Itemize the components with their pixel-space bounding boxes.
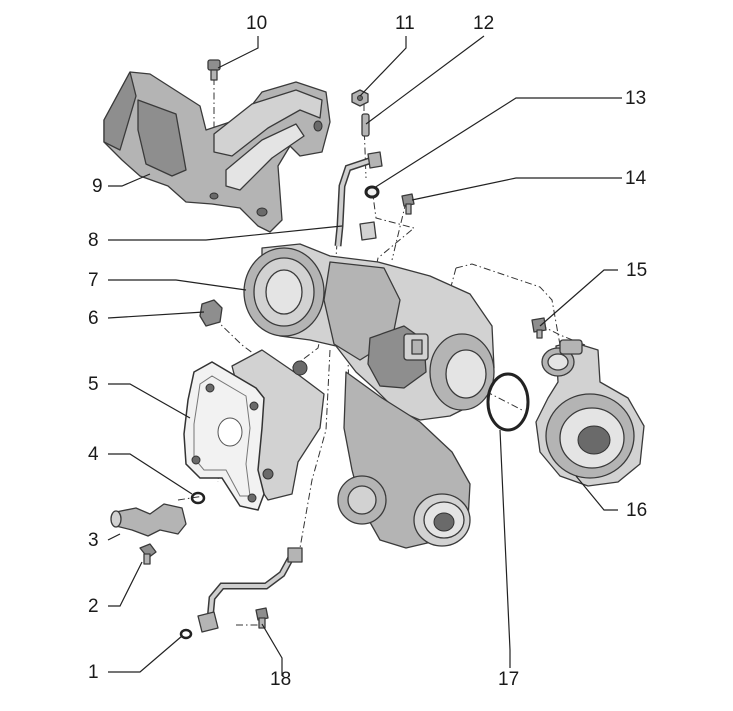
callout-12: 12 [473, 13, 495, 34]
intake-pipe-16 [535, 339, 645, 487]
callout-7: 7 [88, 270, 99, 291]
callout-1: 1 [88, 662, 99, 683]
leader-lines [107, 35, 622, 676]
o-ring-17 [486, 372, 530, 432]
callout-2: 2 [88, 596, 99, 617]
callout-9: 9 [92, 176, 103, 197]
callout-18: 18 [270, 669, 292, 690]
turbocharger [231, 243, 495, 549]
callout-10: 10 [246, 13, 268, 34]
callout-3: 3 [88, 530, 99, 551]
plug-6 [199, 299, 223, 327]
bolt-2 [139, 543, 157, 565]
connector-3 [110, 503, 187, 537]
seal-1 [179, 628, 193, 640]
callout-4: 4 [88, 444, 99, 465]
callout-13: 13 [625, 88, 647, 109]
callout-11: 11 [395, 13, 415, 34]
oil-supply-line [334, 151, 383, 247]
bolt-15 [531, 317, 547, 339]
callout-17: 17 [498, 669, 520, 690]
stud-12 [361, 113, 370, 137]
callout-8: 8 [88, 230, 99, 251]
bolt-18 [255, 607, 269, 629]
callout-14: 14 [625, 168, 647, 189]
o-ring-4 [190, 491, 206, 505]
bolt-10 [207, 59, 221, 81]
callout-5: 5 [88, 374, 99, 395]
nut-11 [351, 89, 369, 107]
callout-16: 16 [626, 500, 648, 521]
callout-15: 15 [626, 260, 648, 281]
seal-ring-13 [364, 185, 380, 199]
banjo-bolt-14 [401, 193, 415, 215]
callout-6: 6 [88, 308, 99, 329]
gasket-5 [183, 361, 265, 511]
heat-shield [103, 71, 331, 233]
oil-return-line [197, 547, 303, 633]
